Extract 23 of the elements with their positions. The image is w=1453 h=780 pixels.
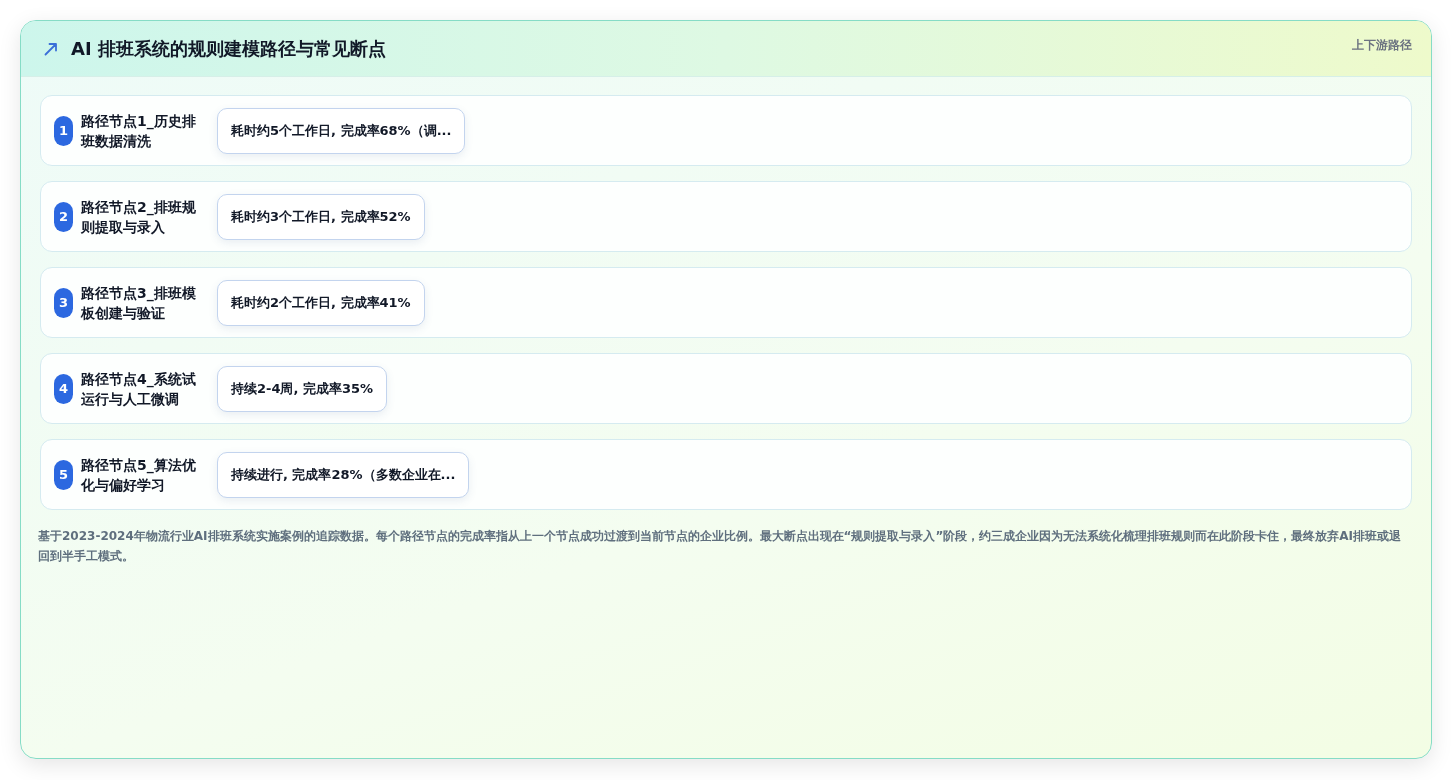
step-number-badge: 3 — [54, 287, 73, 318]
metric-chip: 耗时约2个工作日, 完成率41% — [217, 279, 425, 326]
step-label: 路径节点4_系统试运行与人工微调 — [81, 369, 197, 409]
metric-chip: 耗时约3个工作日, 完成率52% — [217, 193, 425, 240]
metric-chip: 耗时约5个工作日, 完成率68%（调... — [217, 107, 466, 154]
step-number-badge: 4 — [54, 373, 73, 404]
title: AI 排班系统的规则建模路径与常见断点 — [71, 37, 386, 61]
step-label: 路径节点5_算法优化与偏好学习 — [81, 455, 197, 495]
step-card — [40, 181, 1412, 252]
metric-chip: 持续2-4周, 完成率35% — [217, 365, 388, 412]
step-number-badge: 5 — [54, 459, 73, 490]
step-number-badge: 1 — [54, 115, 73, 146]
metric-chip: 持续进行, 完成率28%（多数企业在... — [217, 451, 470, 498]
step-label: 路径节点1_历史排班数据清洗 — [81, 111, 197, 151]
footnote: 基于2023-2024年物流行业AI排班系统实施案例的追踪数据。每个路径节点的完成率指从上一个节点成功过渡到当前节点的企业比例。最大断点出现在“规则提取与录入”阶段，约三成企业因为无法系统化梳理排班规则而在此阶段卡住，最终放弃AI排班或退回到半手工模式。 — [38, 528, 1403, 565]
step-card — [40, 267, 1412, 338]
step-card — [40, 95, 1412, 166]
section-label: 上下游路径 — [1352, 37, 1412, 54]
step-card — [40, 353, 1412, 424]
step-label: 路径节点2_排班规则提取与录入 — [81, 197, 197, 237]
step-number-badge: 2 — [54, 201, 73, 232]
step-label: 路径节点3_排班模板创建与验证 — [81, 283, 197, 323]
step-card — [40, 439, 1412, 510]
